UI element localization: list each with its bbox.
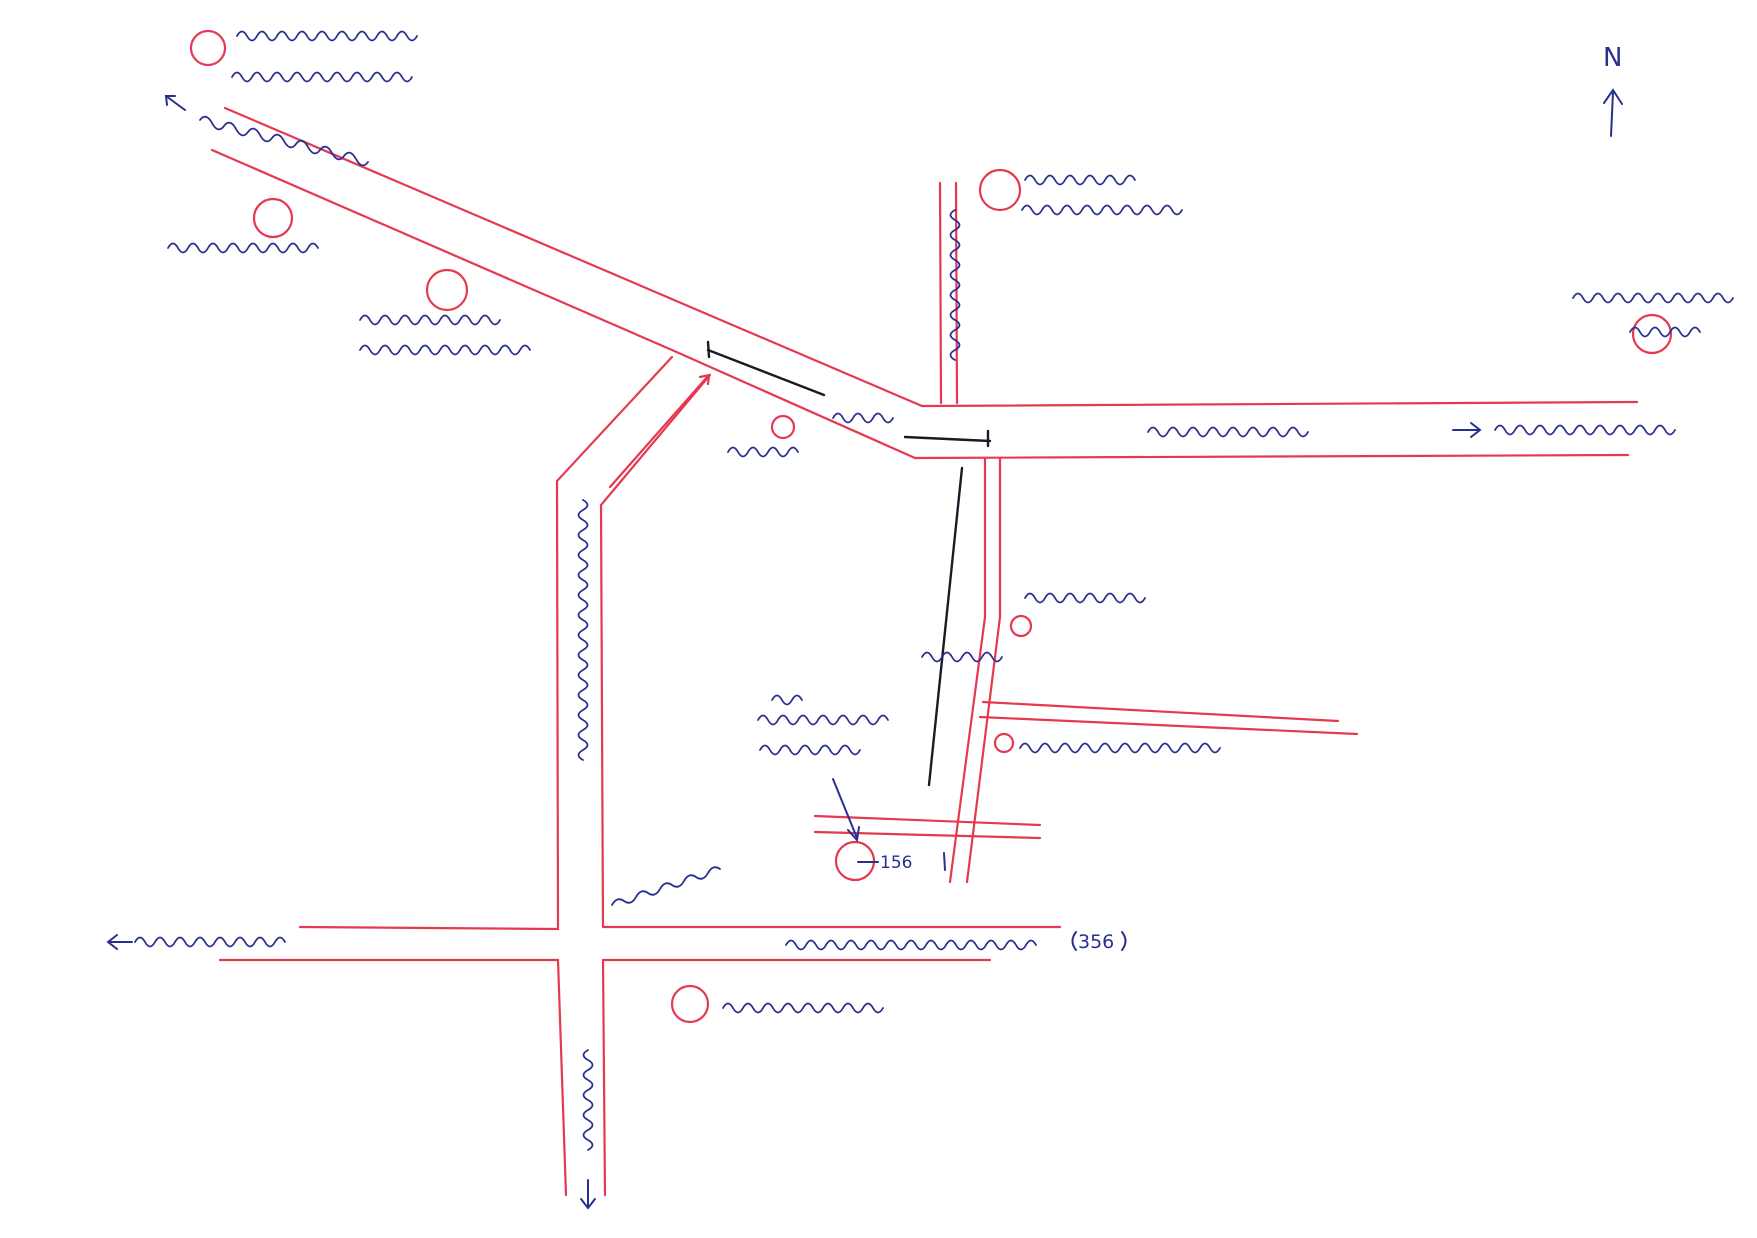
- handwritten-label: [1572, 292, 1734, 304]
- handwritten-label: [134, 936, 286, 948]
- location-circle-icon: [1631, 313, 1673, 355]
- direction-arrow-icon: [164, 95, 186, 111]
- direction-arrow-icon: [608, 374, 710, 489]
- distance-markers: [706, 340, 992, 787]
- road-diagonal-lower-edge: [210, 148, 917, 460]
- distance-tick: [943, 852, 946, 871]
- numeric-labels: 156 356: [857, 852, 1127, 953]
- road-east-upper-edge: [920, 400, 1639, 408]
- location-circle-icon: [189, 29, 227, 67]
- location-circle-icon: [425, 268, 469, 312]
- north-label: N: [1603, 43, 1622, 73]
- handwritten-label: [1147, 426, 1309, 438]
- road-south-left-edge: [948, 456, 987, 884]
- distance-marker-upper: [706, 348, 826, 397]
- road-north-right-edge: [954, 181, 959, 405]
- handwritten-label: [359, 314, 501, 326]
- roads: [210, 106, 1639, 1197]
- distance-marker-south: [927, 466, 964, 787]
- road-bottom-upper-edge: [298, 925, 560, 931]
- handwritten-label: [1024, 592, 1146, 604]
- north-arrow-icon: [1603, 88, 1623, 137]
- road-south-right-edge: [965, 456, 1002, 884]
- handwritten-label: [832, 412, 894, 424]
- road-south-bottom-left: [556, 958, 568, 1197]
- handwritten-label: [577, 499, 589, 761]
- road-south-bottom-right: [601, 958, 607, 1197]
- road-diagonal-upper-edge: [223, 106, 924, 408]
- distance-label-site: 156: [880, 853, 912, 873]
- road-cross-street-upper: [813, 814, 1042, 827]
- handwritten-label: [582, 1049, 594, 1151]
- handwritten-label: [231, 71, 413, 83]
- road-east-lower-edge: [913, 453, 1630, 460]
- handwritten-label: [167, 242, 319, 254]
- handwritten-label: [359, 344, 531, 356]
- handwritten-label: [1019, 742, 1221, 754]
- location-circle-icon: [252, 197, 294, 239]
- arrowhead: [698, 373, 711, 386]
- pointer-arrow-icon: [832, 778, 860, 843]
- road-side-street-lower: [978, 715, 1359, 736]
- location-markers: [189, 29, 1673, 1024]
- handwritten-label: [949, 209, 961, 361]
- handwritten-label: [236, 30, 418, 42]
- location-circle-icon: [978, 168, 1022, 212]
- handwritten-label: [199, 115, 369, 167]
- handwritten-label: [757, 714, 889, 726]
- route-number-bracket-right: [1121, 931, 1127, 951]
- handwritten-label: [722, 1002, 884, 1014]
- direction-arrow-icon: [580, 1179, 596, 1210]
- road-cross-street-lower: [813, 830, 1042, 840]
- road-side-street-upper: [981, 700, 1340, 723]
- handwritten-label: [1021, 204, 1183, 216]
- handwritten-labels: [106, 30, 1734, 1210]
- handwritten-label: [785, 939, 1037, 951]
- handwritten-label: [1494, 424, 1676, 436]
- distance-marker-upper-tick: [706, 340, 711, 359]
- direction-arrow-icon: [1452, 422, 1482, 438]
- distance-marker-lower: [903, 435, 992, 443]
- handwritten-label: [1024, 174, 1136, 186]
- location-circle-icon: [1009, 614, 1033, 638]
- handwritten-label: [1629, 326, 1701, 338]
- handwritten-label: [727, 446, 799, 458]
- handwritten-label: [611, 866, 721, 906]
- route-number-label: 356: [1078, 931, 1114, 953]
- location-circle-icon: [670, 984, 710, 1024]
- road-connector-right-edge: [599, 373, 712, 929]
- route-number-bracket-left: [1071, 931, 1077, 951]
- road-north-left-edge: [938, 181, 943, 405]
- location-circle-icon: [993, 732, 1015, 754]
- road-connector-left-edge: [555, 355, 674, 931]
- direction-arrow-icon: [106, 934, 133, 950]
- handwritten-label: [759, 744, 861, 756]
- connector-arrow: [608, 373, 711, 489]
- location-circle-icon: [770, 414, 796, 440]
- north-indicator: N: [1603, 43, 1623, 137]
- handwritten-label: [771, 694, 803, 706]
- handwritten-label: [921, 651, 1003, 663]
